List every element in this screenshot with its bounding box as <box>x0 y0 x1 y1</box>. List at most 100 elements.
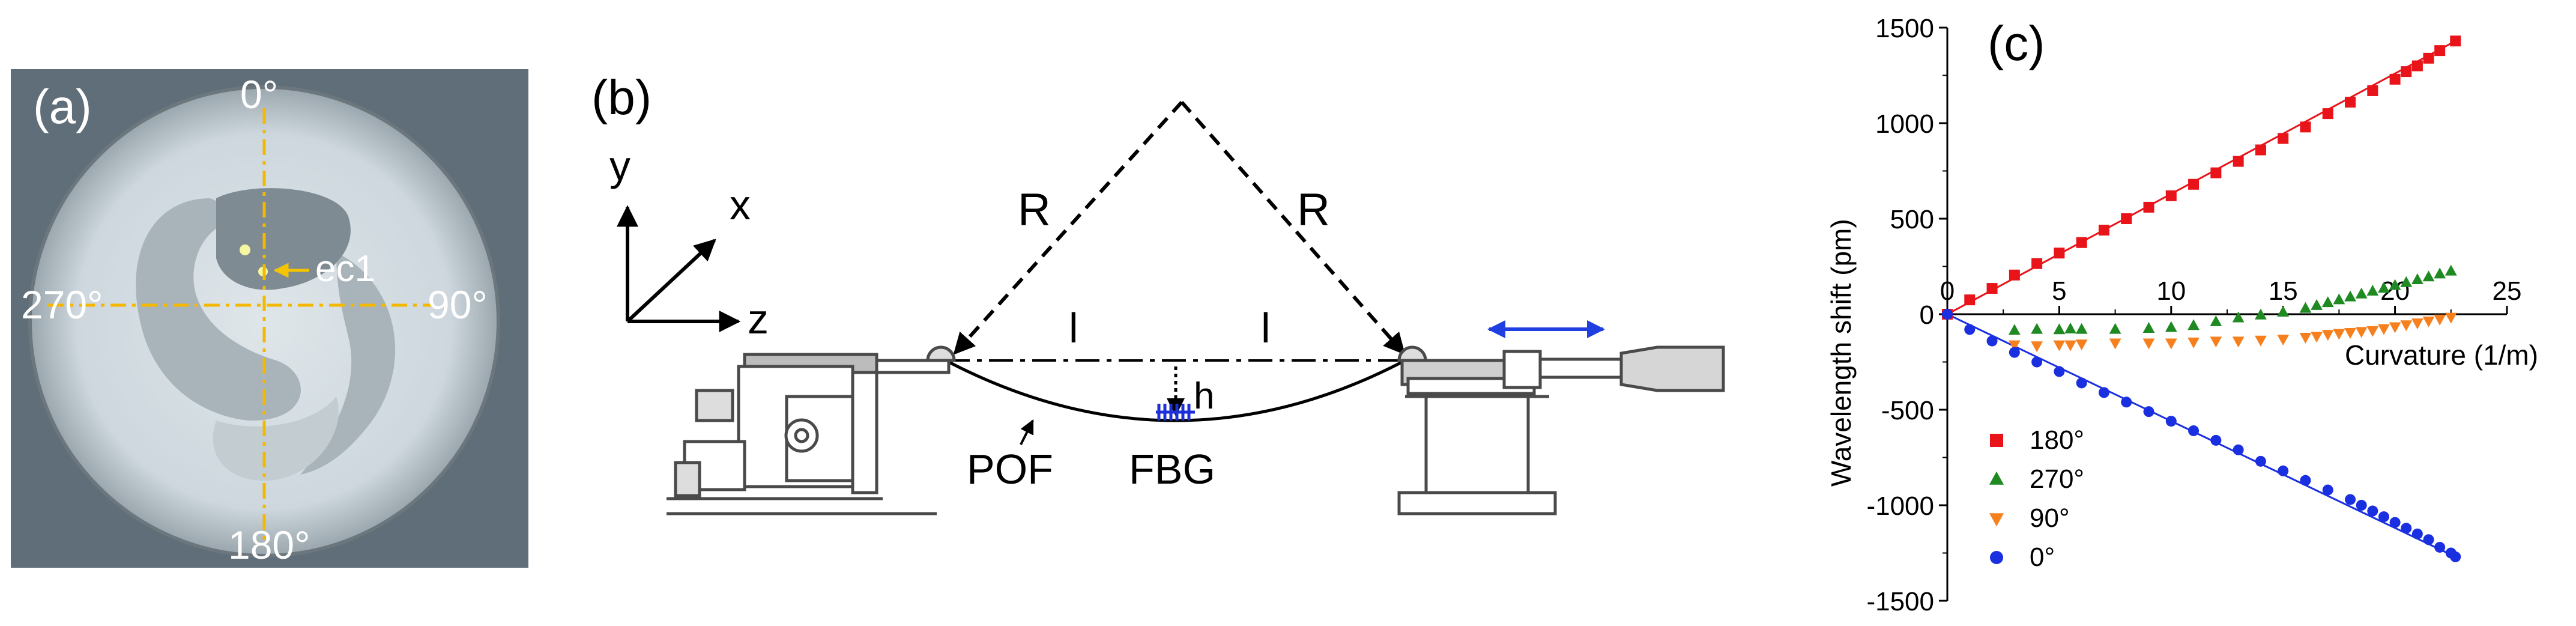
legend-label: 90° <box>2030 503 2070 533</box>
legend: 180°270°90°0° <box>1989 425 2084 572</box>
data-point-circle <box>2054 366 2065 377</box>
x-tick-label: 5 <box>2052 276 2066 306</box>
data-point-circle <box>2450 551 2461 562</box>
data-point-triangle-down <box>2064 340 2076 351</box>
data-point-square <box>1964 294 1976 306</box>
data-point-triangle-down <box>2075 339 2088 351</box>
y-axis-title: Wavelength shift (pm) <box>1825 219 1857 487</box>
data-point-square <box>2121 213 2132 224</box>
data-point-circle <box>2210 434 2222 446</box>
y-tick-label: 1000 <box>1875 109 1934 139</box>
data-point-square <box>2098 225 2109 236</box>
radius-left <box>953 100 1184 355</box>
data-point-triangle-up <box>2165 321 2177 332</box>
data-point-circle <box>2411 528 2423 539</box>
data-point-circle <box>2389 517 2401 528</box>
panel-a-label: (a) <box>33 80 92 133</box>
x-tick-label: 10 <box>2156 276 2186 306</box>
data-point-circle <box>2143 406 2154 418</box>
fbg-grating <box>1156 404 1195 421</box>
data-point-triangle-up <box>2075 323 2088 334</box>
data-point-triangle-down <box>2422 316 2435 327</box>
data-point-triangle-down <box>2389 322 2401 333</box>
data-point-circle <box>2367 505 2378 517</box>
panel-b-label: (b) <box>591 70 652 125</box>
data-point-triangle-down <box>2333 329 2345 340</box>
data-point-circle <box>2121 397 2132 408</box>
data-point-triangle-up <box>2142 322 2155 333</box>
data-point-triangle-down <box>2031 341 2043 353</box>
data-point-square <box>2143 201 2154 213</box>
fit-lines <box>1947 40 2456 558</box>
data-point-triangle-down <box>2400 320 2413 332</box>
ec1-label: ec1 <box>315 248 375 290</box>
right-translation-stage <box>1397 345 1725 515</box>
x-tick-label: 15 <box>2269 276 2298 306</box>
x-tick-label: 25 <box>2493 276 2522 306</box>
data-point-triangle-up <box>2344 290 2356 302</box>
data-point-circle <box>2233 444 2244 455</box>
data-point-triangle-down <box>2444 312 2457 324</box>
axis-z-label: z <box>748 296 769 342</box>
data-point-triangle-down <box>2344 328 2356 339</box>
data-point-triangle-down <box>2008 340 2021 351</box>
data-point-triangle-down <box>2232 336 2245 348</box>
fbg-label: FBG <box>1129 446 1215 493</box>
data-point-triangle-up <box>2422 270 2435 282</box>
y-tick-label: -500 <box>1881 396 1934 425</box>
left-clamp <box>926 345 956 362</box>
data-point-circle <box>2188 425 2200 436</box>
angle-180-label: 180° <box>228 523 310 567</box>
core-region <box>216 188 351 290</box>
lobe-right <box>300 252 396 475</box>
data-point-circle <box>2255 455 2266 467</box>
y-tick-label: -1000 <box>1866 491 1934 521</box>
data-point-circle <box>2165 416 2177 427</box>
data-point-triangle-up <box>2064 323 2076 334</box>
axis-y-label: y <box>609 142 630 189</box>
data-point-circle <box>2031 356 2043 368</box>
data-point-triangle-down <box>2210 336 2222 348</box>
half-length-label-right: l <box>1261 305 1271 351</box>
right-clamp <box>1397 345 1427 362</box>
data-point-circle <box>1986 335 1998 347</box>
legend-label: 180° <box>2030 425 2084 455</box>
core-spot <box>240 245 250 255</box>
data-point-circle <box>2401 523 2412 534</box>
data-point-circle <box>1942 309 1953 320</box>
data-point-square <box>2165 190 2177 201</box>
left-fixed-stage <box>667 345 956 515</box>
data-point-square <box>2367 85 2378 96</box>
legend-marker-triangle-up <box>1989 471 2004 485</box>
y-tick-label: 500 <box>1890 205 1934 234</box>
data-point-circle <box>2345 494 2356 505</box>
data-point-triangle-up <box>2389 279 2401 290</box>
data-point-square <box>2009 269 2020 281</box>
data-point-triangle-up <box>2444 264 2457 276</box>
data-point-triangle-down <box>2299 332 2312 344</box>
data-point-triangle-up <box>2210 315 2222 326</box>
data-point-square <box>2389 73 2401 85</box>
data-point-triangle-down <box>2277 335 2290 346</box>
data-point-circle <box>2434 541 2446 553</box>
data-point-triangle-down <box>2109 338 2121 350</box>
data-point-square <box>2300 121 2311 133</box>
data-point-square <box>2278 133 2289 144</box>
axis-x-arrow <box>626 239 716 323</box>
radius-label-left: R <box>1018 184 1051 236</box>
legend-marker-square <box>1990 434 2003 447</box>
lobe-left <box>136 198 301 421</box>
data-point-square <box>2031 258 2043 269</box>
data-point-triangle-up <box>2378 282 2390 293</box>
y-tick-label: -1500 <box>1866 587 1934 616</box>
data-point-square <box>2401 66 2412 77</box>
y-tick-label: 1500 <box>1875 14 1934 43</box>
x-tick-label: 0 <box>1940 276 1955 306</box>
data-point-triangle-down <box>2355 327 2368 338</box>
data-points <box>1942 35 2461 562</box>
axis-x-label: x <box>730 181 751 228</box>
data-point-square <box>1986 283 1998 294</box>
data-point-circle <box>1964 324 1976 335</box>
